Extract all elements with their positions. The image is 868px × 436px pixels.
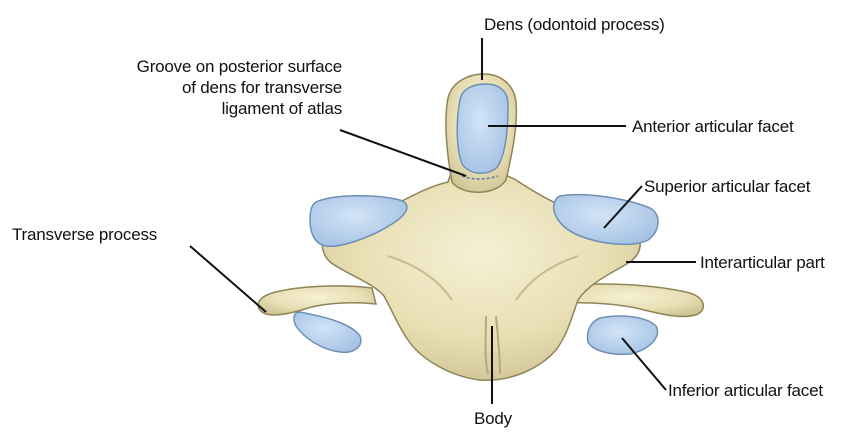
label-anterior-articular-facet: Anterior articular facet <box>632 116 794 137</box>
label-groove-line-1: Groove on posterior surface <box>137 56 342 77</box>
label-body: Body <box>474 408 512 429</box>
label-groove-line-2: of dens for transverse <box>137 77 342 98</box>
label-interarticular-part: Interarticular part <box>700 252 825 273</box>
left-transverse-process <box>258 286 376 315</box>
label-groove-line-3: ligament of atlas <box>137 98 342 119</box>
label-dens: Dens (odontoid process) <box>484 14 665 35</box>
right-inferior-articular-facet <box>588 316 658 354</box>
anterior-articular-facet <box>457 84 508 173</box>
label-inferior-articular-facet: Inferior articular facet <box>668 380 823 401</box>
leader-transverse-process <box>190 246 266 312</box>
label-groove: Groove on posterior surface of dens for … <box>137 56 342 119</box>
label-transverse-process: Transverse process <box>12 224 157 245</box>
left-inferior-articular-facet <box>294 312 361 352</box>
label-superior-articular-facet: Superior articular facet <box>644 176 810 197</box>
